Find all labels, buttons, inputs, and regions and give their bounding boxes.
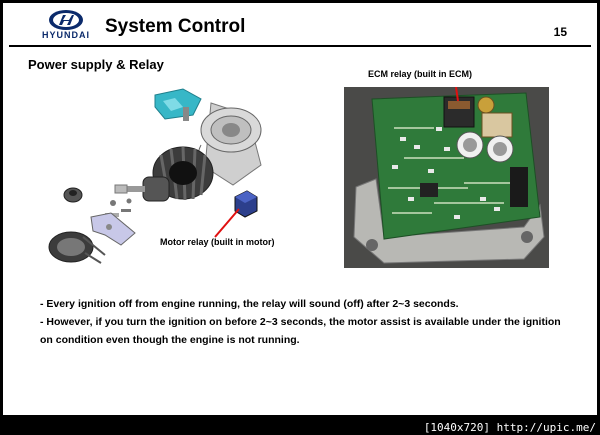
page-title: System Control	[105, 16, 246, 37]
bullet-item: - Every ignition off from engine running…	[40, 298, 459, 310]
hyundai-logo	[33, 9, 99, 41]
motor-relay-label: Motor relay (built in motor)	[160, 237, 275, 247]
bearing	[63, 187, 83, 203]
header-divider	[9, 45, 591, 47]
bullet-list: - Every ignition off from engine running…	[40, 295, 570, 349]
connector-part	[154, 88, 202, 121]
brand-name: HYUNDAI	[41, 30, 90, 40]
motor-relay-pointer	[214, 208, 240, 238]
motor-housing	[197, 102, 262, 186]
page-number: 15	[553, 25, 567, 39]
end-cover	[48, 231, 106, 264]
slide: HYUNDAI System Control 15 Power supply &…	[3, 3, 597, 415]
ecm-relay-pointer	[455, 86, 459, 102]
motor-exploded-diagram	[43, 85, 298, 285]
motor-relay-part	[234, 190, 258, 218]
ecm-board-photo	[344, 86, 549, 268]
image-source-footer: [1040x720] http://upic.me/	[423, 421, 596, 434]
ecm-relay-label: ECM relay (built in ECM)	[368, 69, 473, 79]
rotor	[114, 176, 170, 202]
bracket-plate	[90, 212, 136, 246]
section-title: Power supply & Relay	[28, 57, 164, 72]
bullet-item: - However, if you turn the ignition on b…	[40, 316, 561, 346]
